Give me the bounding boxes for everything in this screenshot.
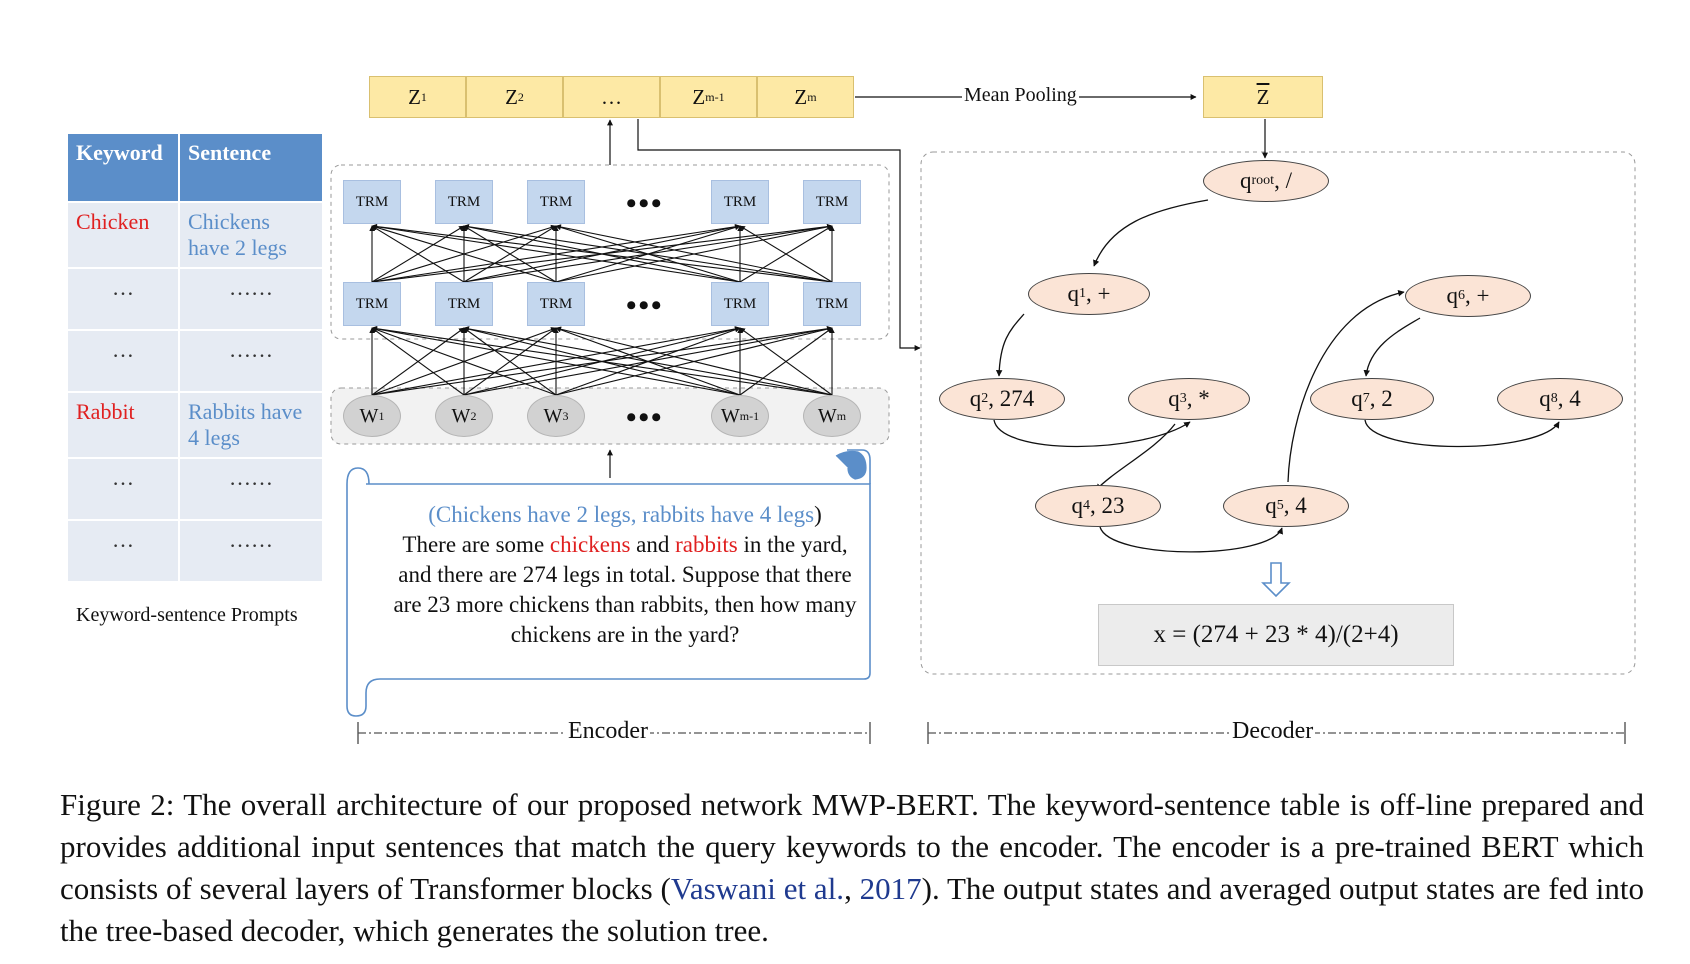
keyword-cell: … [68, 457, 180, 519]
trm-block: TRM [711, 180, 769, 224]
sentence-cell: …… [180, 329, 322, 391]
decoder-frame [920, 151, 1636, 675]
attention-connection [463, 326, 833, 396]
ellipsis-dots: ••• [626, 401, 664, 434]
keyword-cell: … [68, 267, 180, 329]
mean-pooling-label: Mean Pooling [962, 84, 1079, 107]
trm-block: TRM [803, 180, 861, 224]
keyword-cell: Rabbit [68, 391, 180, 457]
attention-connection [371, 224, 741, 283]
table-caption: Keyword-sentence Prompts [76, 604, 298, 626]
table-row: … …… [68, 519, 322, 581]
hollow-down-arrow-icon [1261, 562, 1291, 598]
table-row: Rabbit Rabbits have 4 legs [68, 391, 322, 457]
attention-connection [739, 225, 833, 283]
prompt-sentences: Chickens have 2 legs, rabbits have 4 leg… [435, 502, 815, 527]
keyword-cell: … [68, 519, 180, 581]
scroll-curl-icon [835, 450, 867, 480]
table-row: … …… [68, 329, 322, 391]
sentence-cell: …… [180, 267, 322, 329]
sentence-cell: …… [180, 519, 322, 581]
problem-text: (Chickens have 2 legs, rabbits have 4 le… [393, 502, 857, 647]
attention-connection [371, 326, 741, 396]
table-row: … …… [68, 457, 322, 519]
encoder-label: Encoder [566, 718, 650, 745]
solution-equation: x = (274 + 23 * 4)/(2+4) [1098, 604, 1454, 666]
sentence-cell: Rabbits have 4 legs [180, 391, 322, 457]
citation-year-link[interactable]: 2017 [859, 871, 922, 906]
trm-block: TRM [527, 180, 585, 224]
trm-block-frame [330, 164, 890, 340]
keyword-cell: … [68, 329, 180, 391]
trm-block: TRM [711, 282, 769, 326]
attention-connection [371, 327, 557, 396]
attention-connection [463, 224, 833, 283]
attention-connection [371, 225, 465, 283]
keyword-sentence-table: Keyword Sentence Chicken Chickens have 2… [68, 134, 322, 581]
problem-scroll [346, 467, 871, 717]
table-header-keyword: Keyword [68, 134, 180, 201]
trm-block: TRM [803, 282, 861, 326]
attention-connection [371, 325, 833, 396]
output-state-ellipsis: … [563, 76, 660, 118]
keyword-chickens: chickens [549, 532, 631, 557]
trm-block: TRM [435, 282, 493, 326]
attention-connection [371, 223, 833, 283]
attention-connection [463, 327, 557, 396]
keyword-cell: Chicken [68, 201, 180, 267]
trm-block: TRM [343, 180, 401, 224]
table-row: … …… [68, 267, 322, 329]
pooled-output-z: Z [1203, 76, 1323, 118]
sentence-cell: Chickens have 2 legs [180, 201, 322, 267]
attention-connection [739, 327, 833, 396]
attention-connection [555, 326, 833, 396]
attention-connection [555, 224, 833, 283]
attention-connection [371, 327, 465, 396]
ellipsis-dots: ••• [626, 289, 664, 322]
table-row: Chicken Chickens have 2 legs [68, 201, 322, 267]
decoder-label: Decoder [1230, 718, 1316, 745]
figure-caption: Figure 2: The overall architecture of ou… [60, 787, 1645, 948]
attention-connection [371, 224, 557, 283]
attention-connection [463, 225, 557, 283]
keyword-rabbits: rabbits [675, 532, 738, 557]
trm-block: TRM [527, 282, 585, 326]
sentence-cell: …… [180, 457, 322, 519]
citation-link[interactable]: Vaswani et al. [670, 871, 845, 906]
table-header-sentence: Sentence [180, 134, 322, 201]
ellipsis-dots: ••• [626, 187, 664, 220]
trm-block: TRM [435, 180, 493, 224]
trm-block: TRM [343, 282, 401, 326]
